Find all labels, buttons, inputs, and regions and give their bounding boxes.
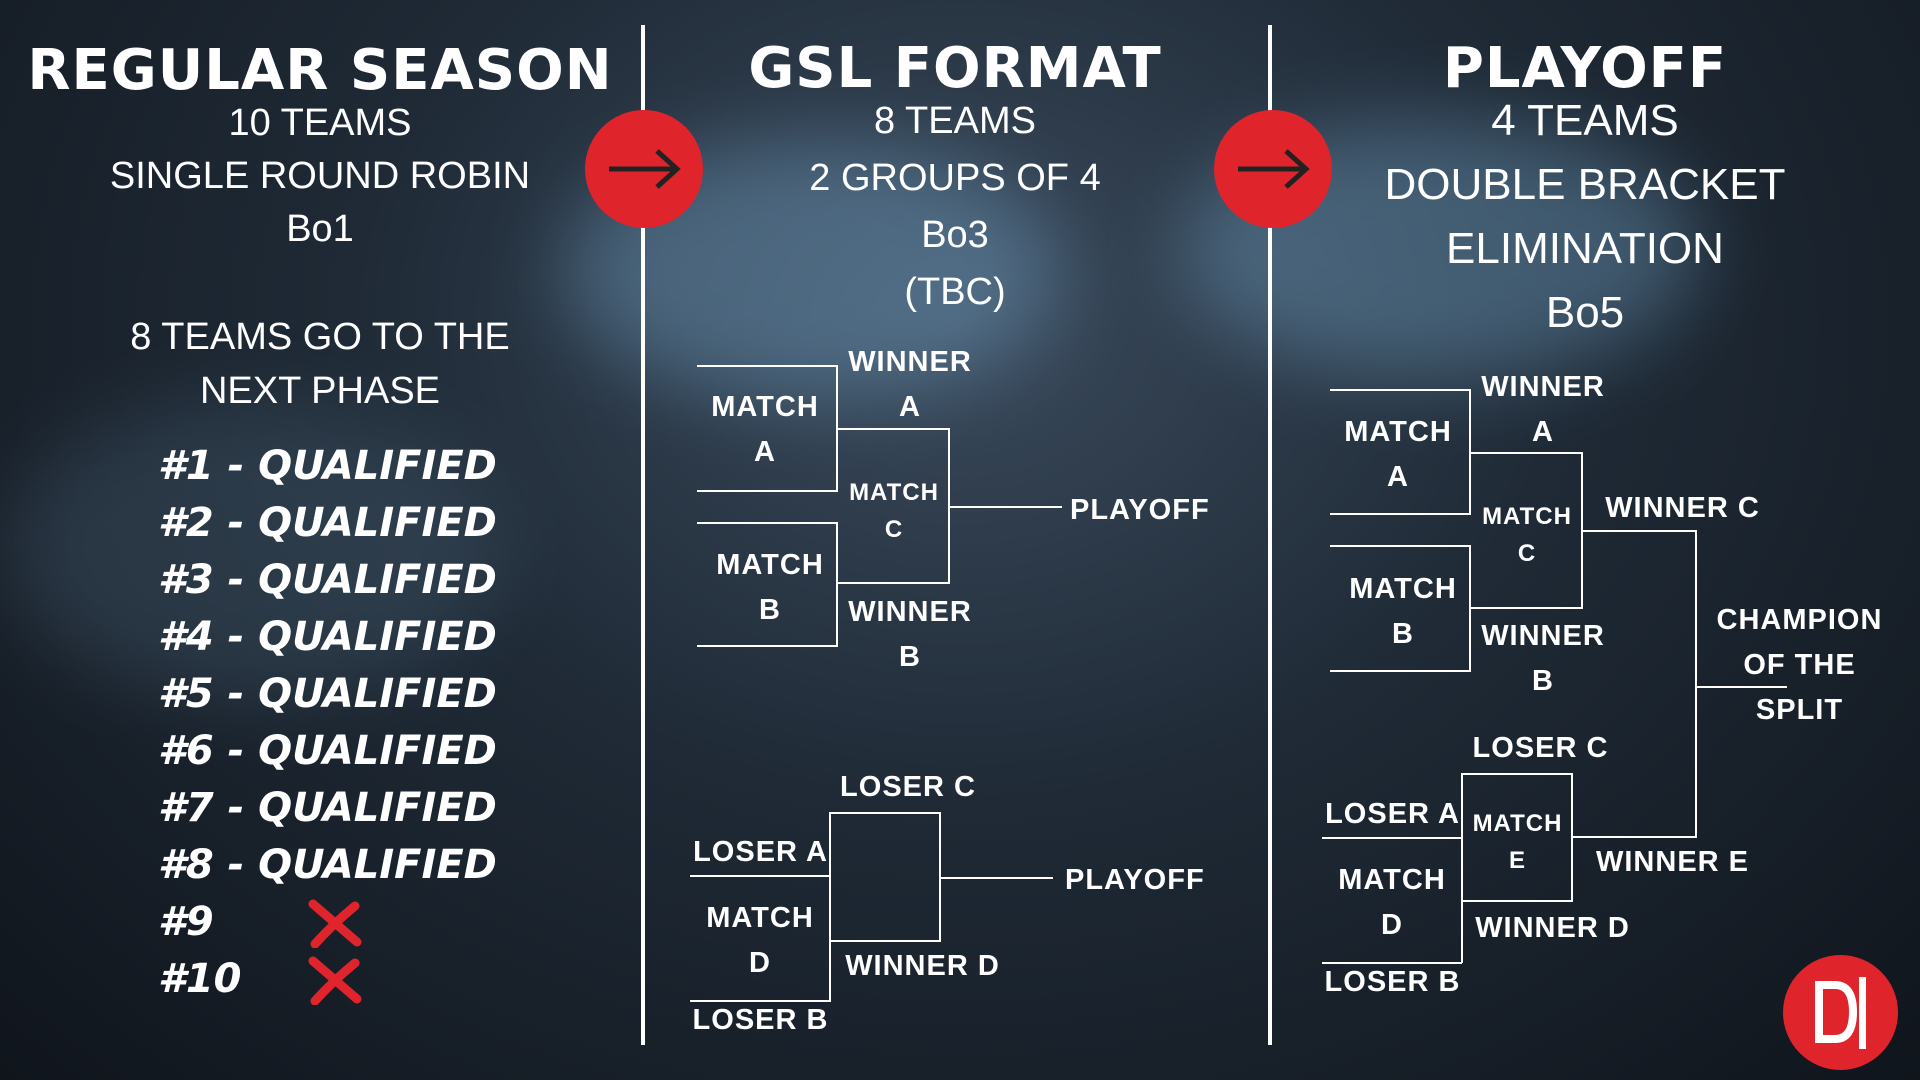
stage-light-glow — [0, 400, 500, 700]
playoff-match-a: MATCH A — [1344, 416, 1452, 493]
advance-note: 8 TEAMS GO TO THE — [130, 316, 510, 358]
regular-season-line: SINGLE ROUND ROBIN — [109, 155, 531, 197]
ranking-item: #4 - QUALIFIED — [158, 614, 497, 660]
playoff-loser-c: LOSER C — [1472, 732, 1609, 764]
playoff-line: ELIMINATION — [1446, 224, 1724, 273]
playoff-panel: PLAYOFF 4 TEAMS DOUBLE BRACKET ELIMINATI… — [1275, 0, 1895, 1080]
gsl-format-panel: GSL FORMAT 8 TEAMS 2 GROUPS OF 4 Bo3 (TB… — [645, 0, 1265, 1080]
brand-logo — [1783, 955, 1898, 1070]
ranking-item: #9 — [158, 899, 214, 945]
gsl-playoff-label: PLAYOFF — [1065, 864, 1205, 896]
gsl-line: 2 GROUPS OF 4 — [809, 157, 1101, 199]
gsl-winner-d: WINNER D — [845, 950, 1000, 982]
playoff-loser-a: LOSER A — [1325, 798, 1460, 830]
playoff-line: Bo5 — [1545, 288, 1625, 337]
gsl-match-a: MATCH A — [711, 391, 819, 468]
gsl-title: GSL FORMAT — [748, 36, 1162, 101]
gsl-line: 8 TEAMS — [874, 100, 1036, 142]
playoff-line: 4 TEAMS — [1491, 96, 1679, 145]
playoff-match-c: MATCH C — [1482, 503, 1572, 567]
playoff-winner-b: WINNER B — [1481, 620, 1605, 697]
champion-label: CHAMPION OF THE SPLIT — [1716, 604, 1883, 726]
gsl-playoff-label: PLAYOFF — [1070, 494, 1210, 526]
regular-season-title: REGULAR SEASON — [27, 38, 613, 103]
arrow-right-icon — [1238, 149, 1310, 189]
ranking-item: #10 — [158, 956, 242, 1002]
section-divider — [641, 25, 645, 1045]
playoff-line: DOUBLE BRACKET — [1384, 160, 1786, 209]
ranking-item: #3 - QUALIFIED — [158, 557, 497, 603]
gsl-line: (TBC) — [904, 271, 1006, 313]
playoff-title: PLAYOFF — [1442, 36, 1728, 101]
ranking-item: #7 - QUALIFIED — [158, 785, 497, 831]
eliminated-x-icon — [308, 956, 362, 1005]
eliminated-x-icon — [308, 899, 362, 948]
playoff-winner-d: WINNER D — [1475, 912, 1630, 944]
gsl-match-c: MATCH C — [849, 479, 939, 543]
playoff-match-b: MATCH B — [1349, 573, 1457, 650]
section-divider — [1268, 25, 1272, 1045]
ranking-item: #8 - QUALIFIED — [158, 842, 497, 888]
gsl-loser-a: LOSER A — [693, 836, 828, 868]
regular-season-panel: REGULAR SEASON 10 TEAMS SINGLE ROUND ROB… — [0, 0, 640, 1080]
ranking-item: #5 - QUALIFIED — [158, 671, 497, 717]
regular-season-line: Bo1 — [286, 208, 354, 250]
gsl-loser-c: LOSER C — [840, 771, 976, 803]
playoff-match-e: MATCH E — [1472, 810, 1563, 874]
playoff-loser-b: LOSER B — [1324, 966, 1461, 998]
ranking-item: #6 - QUALIFIED — [158, 728, 497, 774]
ranking-item: #1 - QUALIFIED — [158, 443, 497, 489]
gsl-line: Bo3 — [921, 214, 989, 256]
arrow-right-icon — [609, 149, 681, 189]
gsl-match-b: MATCH B — [716, 549, 824, 626]
gsl-loser-b: LOSER B — [692, 1004, 829, 1036]
playoff-winner-e: WINNER E — [1596, 846, 1749, 878]
playoff-winner-c: WINNER C — [1605, 492, 1760, 524]
gsl-winner-b: WINNER B — [848, 596, 972, 673]
gsl-match-d: MATCH D — [706, 902, 814, 979]
gsl-winner-a: WINNER A — [848, 346, 972, 423]
regular-season-line: 10 TEAMS — [228, 102, 412, 144]
playoff-winner-a: WINNER A — [1481, 371, 1605, 448]
next-phase-arrow — [585, 110, 703, 228]
brand-logo-icon — [1815, 977, 1866, 1049]
next-phase-arrow — [1214, 110, 1332, 228]
advance-note: NEXT PHASE — [199, 370, 441, 412]
playoff-match-d: MATCH D — [1338, 864, 1446, 941]
ranking-item: #2 - QUALIFIED — [158, 500, 497, 546]
